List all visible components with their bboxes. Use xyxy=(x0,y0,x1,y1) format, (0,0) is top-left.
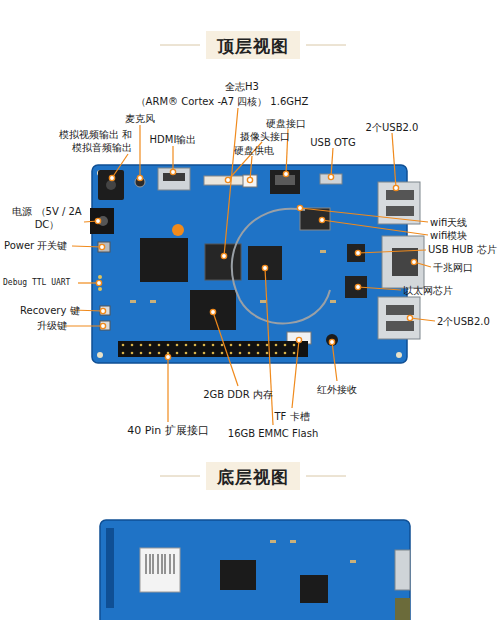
leader-dot xyxy=(355,284,360,289)
view-title: 顶层视图 xyxy=(217,35,289,57)
leader-dot xyxy=(100,323,105,328)
leader-dot xyxy=(109,175,114,180)
leader-dot xyxy=(247,177,252,182)
view-title: 底层视图 xyxy=(217,466,289,488)
callout-label: 以太网芯片 xyxy=(403,284,453,297)
leader-dot xyxy=(99,244,104,249)
leader-line xyxy=(332,342,337,381)
leader-dot xyxy=(329,339,334,344)
callout-label: USB HUB 芯片 xyxy=(428,243,497,256)
callout-label: 2个USB2.0 xyxy=(366,121,419,134)
leader-line xyxy=(167,357,168,422)
leader-dot xyxy=(165,354,170,359)
leader-dot xyxy=(137,175,142,180)
leader-line xyxy=(300,208,428,222)
callout-label: 电源 （5V / 2A DC） xyxy=(6,205,88,231)
leader-line xyxy=(410,318,435,321)
callout-label: TF 卡槽 xyxy=(274,410,309,423)
leader-dot xyxy=(355,250,360,255)
callout-label: 硬盘接口 xyxy=(266,117,306,130)
callout-label: 麦克风 xyxy=(125,112,155,125)
leader-dot xyxy=(411,259,416,264)
callout-label: 摄像头接口 xyxy=(240,130,290,143)
callout-label: 2个USB2.0 xyxy=(437,315,490,328)
callout-label: 升级键 xyxy=(37,319,67,332)
heading-band xyxy=(206,31,300,59)
leader-line xyxy=(265,268,273,425)
callout-label: 16GB EMMC Flash xyxy=(228,427,318,440)
callout-label: 千兆网口 xyxy=(433,261,473,274)
leader-dot xyxy=(328,174,333,179)
heading-rule xyxy=(306,476,346,477)
callout-label: wifi模块 xyxy=(430,229,467,242)
leader-line xyxy=(392,133,396,188)
leader-line xyxy=(292,340,299,408)
leader-line xyxy=(112,154,128,178)
callout-label: （ARM® Cortex -A7 四核） 1.6GHZ xyxy=(136,95,309,108)
leader-dot xyxy=(283,171,288,176)
callout-label: 红外接收 xyxy=(317,383,357,396)
leader-dot xyxy=(95,218,100,223)
callout-label: 硬盘供电 xyxy=(234,144,274,157)
leader-line xyxy=(139,125,140,178)
leader-line xyxy=(172,146,173,172)
leader-line xyxy=(358,287,401,290)
heading-rule xyxy=(160,45,200,46)
leader-line xyxy=(322,220,428,235)
leader-dot xyxy=(210,309,215,314)
leader-dot xyxy=(225,177,230,182)
callout-label: Power 开关键 xyxy=(4,239,67,252)
leader-line xyxy=(331,148,333,177)
heading-band xyxy=(206,462,300,490)
heading-rule xyxy=(306,45,346,46)
leader-line xyxy=(224,108,238,256)
leader-dot xyxy=(296,337,301,342)
callout-label: 模拟视频输出 和模拟音频输出 xyxy=(56,128,132,154)
leader-dot xyxy=(221,253,226,258)
callout-label: 2GB DDR 内存 xyxy=(203,388,273,401)
callout-label: 全志H3 xyxy=(225,80,259,93)
leader-dot xyxy=(96,280,101,285)
callout-label: HDMI输出 xyxy=(150,133,197,146)
heading-rule xyxy=(160,476,200,477)
leader-line xyxy=(213,312,238,386)
board-top xyxy=(90,165,424,363)
callout-label: Recovery 键 xyxy=(20,304,80,317)
board-bottom xyxy=(100,520,410,620)
leader-line xyxy=(358,250,426,253)
leader-line xyxy=(250,156,252,180)
leader-dot xyxy=(297,205,302,210)
callout-label: wifi天线 xyxy=(430,216,467,229)
leader-dot xyxy=(407,315,412,320)
callout-label: USB OTG xyxy=(310,136,355,149)
callout-label: 40 Pin 扩展接口 xyxy=(127,424,208,438)
leader-dot xyxy=(262,265,267,270)
leader-line xyxy=(72,246,102,247)
leader-dot xyxy=(100,308,105,313)
leader-dot xyxy=(393,185,398,190)
leader-line xyxy=(64,325,103,326)
callout-label: Debug TTL UART xyxy=(3,278,70,288)
leader-dot xyxy=(319,217,324,222)
leader-dot xyxy=(170,169,175,174)
